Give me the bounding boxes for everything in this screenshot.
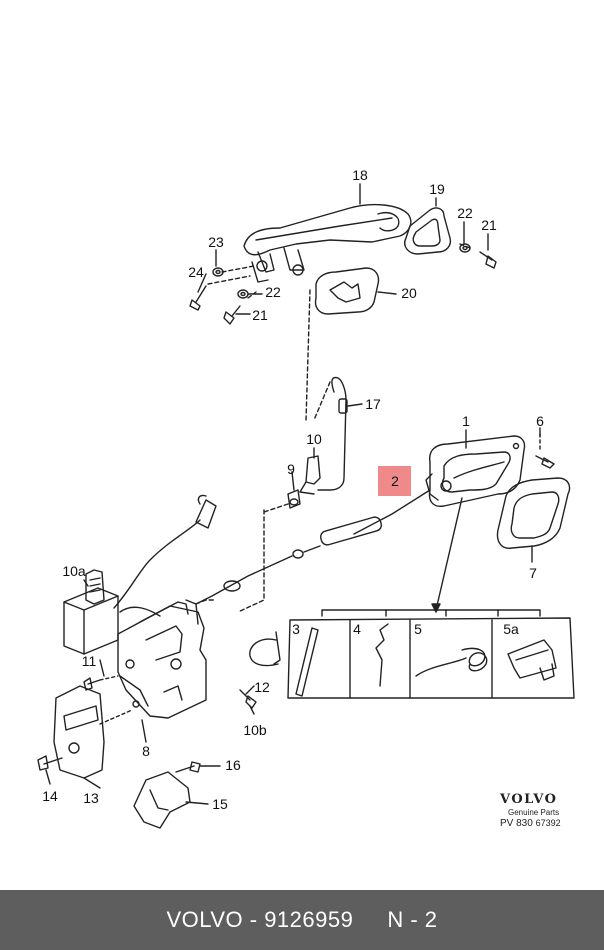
brand-subtitle: Genuine Parts: [508, 808, 560, 817]
callout-21-upper: 21: [481, 217, 497, 233]
screw-14: [37, 755, 63, 771]
callout-11: 11: [82, 653, 97, 669]
brand-code: PV 830 67392: [500, 818, 580, 829]
outer-door-handle: [243, 203, 412, 283]
washer-left-lower: [237, 289, 249, 299]
clip-12: [249, 631, 281, 667]
callout-1: 1: [462, 413, 470, 429]
wire-harness: [113, 494, 217, 617]
handle-bezel: [496, 477, 571, 549]
callout-12: 12: [254, 679, 270, 695]
rod-clip-10: [299, 455, 321, 495]
screw-6: [535, 455, 555, 469]
diagram-svg: 18 19 22 21 23 24 22 21 20 17 10 9 1 6 2…: [37, 167, 575, 829]
screw-left: [189, 285, 207, 311]
handle-gasket: [314, 267, 380, 315]
callout-21-lower: 21: [252, 307, 268, 323]
brand-block: VOLVO Genuine Parts PV 830 67392: [500, 792, 580, 829]
bracket-15: [133, 771, 191, 829]
footer-reference: N - 2: [387, 907, 438, 932]
brand-code-main: PV 830: [500, 818, 533, 829]
callout-8: 8: [142, 743, 150, 759]
highlight-box-2: [378, 466, 411, 496]
callout-5a: 5a: [503, 621, 519, 637]
callout-22-lower: 22: [265, 284, 281, 300]
handle-seal: [404, 207, 452, 255]
callout-14: 14: [42, 788, 58, 804]
lock-body: [117, 599, 207, 719]
parts-diagram: 18 19 22 21 23 24 22 21 20 17 10 9 1 6 2…: [37, 167, 575, 829]
callout-10b: 10b: [243, 722, 267, 738]
inner-handle: [425, 435, 526, 507]
bolt-right: [479, 251, 497, 269]
brand-code-small: 67392: [535, 818, 561, 828]
footer-part-number: VOLVO - 9126959: [166, 907, 354, 932]
callout-6: 6: [536, 413, 544, 429]
callout-16: 16: [225, 757, 241, 773]
callout-19: 19: [429, 181, 445, 197]
callout-7: 7: [529, 565, 537, 581]
rod-clip-9: [287, 489, 301, 509]
callout-3: 3: [292, 621, 300, 637]
callout-17: 17: [365, 396, 381, 412]
bolt-left: [223, 305, 241, 325]
callout-10a: 10a: [62, 563, 86, 579]
callout-10: 10: [306, 431, 322, 447]
screw-16: [175, 761, 201, 773]
callout-15: 15: [212, 796, 228, 812]
callout-18: 18: [352, 167, 368, 183]
callout-20: 20: [401, 285, 417, 301]
lock-motor: [63, 569, 119, 655]
release-cable: [195, 489, 431, 605]
screw-10b: [239, 689, 257, 709]
callout-5: 5: [414, 621, 422, 637]
callout-13: 13: [83, 790, 99, 806]
screw-11: [83, 677, 101, 691]
exploded-parts-box: [287, 609, 575, 699]
callout-22-upper: 22: [457, 205, 473, 221]
callout-2: 2: [391, 473, 399, 489]
brand-logo: VOLVO: [500, 792, 558, 807]
callout-23: 23: [208, 234, 224, 250]
callout-9: 9: [287, 461, 295, 477]
footer-bar: VOLVO - 9126959 N - 2: [0, 890, 604, 950]
callout-24: 24: [188, 264, 204, 280]
striker-plate: [53, 685, 105, 789]
callout-4: 4: [353, 621, 361, 637]
control-rod-17: [317, 376, 348, 491]
